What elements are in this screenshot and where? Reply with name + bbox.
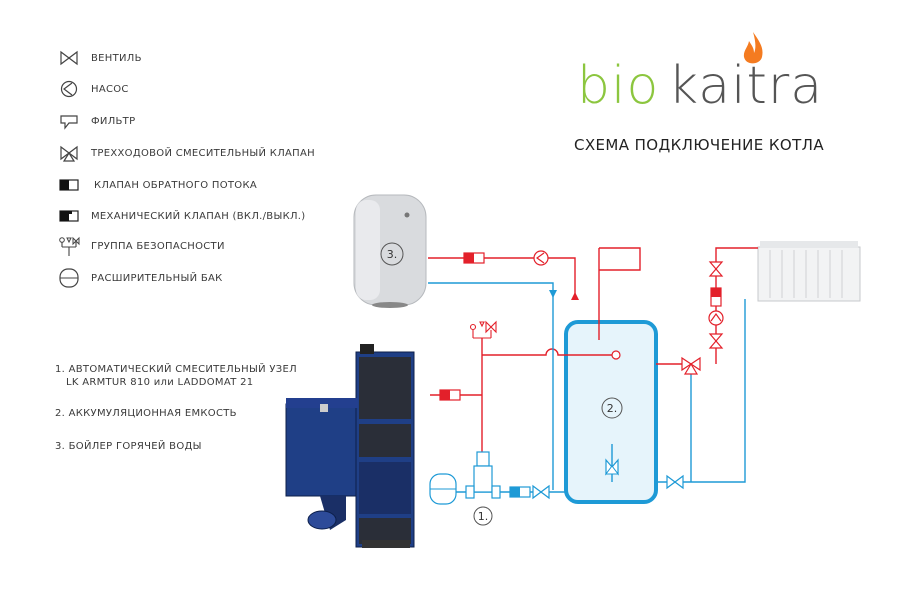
valve-radiator-top [708, 261, 724, 277]
note-1-line-1: 1. АВТОМАТИЧЕСКИЙ СМЕСИТЕЛЬНЫЙ УЗЕЛ [55, 364, 297, 375]
legend-filter: ФИЛЬТР [58, 111, 135, 131]
accumulation-tank: 2. [564, 320, 658, 504]
legend-label-valve: ВЕНТИЛЬ [91, 52, 142, 64]
legend-label-safety-group: ГРУППА БЕЗОПАСНОСТИ [91, 240, 225, 252]
solid-fuel-boiler [285, 344, 415, 548]
check-valve-icon [59, 179, 79, 191]
logo-bio: bio [577, 56, 660, 116]
pump-icon [60, 80, 78, 98]
note-3: 3. БОЙЛЕР ГОРЯЧЕЙ ВОДЫ [55, 441, 202, 452]
valve-blue-right [666, 474, 684, 490]
check-valve-top [463, 252, 485, 264]
legend-label-check-valve: КЛАПАН ОБРАТНОГО ПОТОКА [94, 179, 257, 191]
valve-blue-left [532, 484, 550, 500]
check-valve-blue [509, 486, 531, 498]
mixing-unit [465, 451, 501, 499]
expansion-tank [429, 473, 457, 505]
pump-radiator [708, 310, 724, 326]
mixing-unit-label-circle [473, 506, 493, 526]
note-1-line-2: LK ARMTUR 810 или LADDOMAT 21 [66, 377, 254, 388]
legend-label-pump: НАСОС [91, 83, 129, 95]
legend-mechanical-valve: МЕХАНИЧЕСКИЙ КЛАПАН (ВКЛ./ВЫКЛ.) [58, 206, 305, 226]
legend-label-three-way-valve: ТРЕХХОДОВОЙ СМЕСИТЕЛЬНЫЙ КЛАПАН [91, 147, 315, 159]
valve-radiator-bottom [708, 333, 724, 349]
check-valve-mid [439, 389, 461, 401]
label-1: 1. [478, 510, 489, 523]
legend-safety-group: ГРУППА БЕЗОПАСНОСТИ [58, 236, 224, 256]
label-3: 3. [387, 248, 398, 261]
hot-water-boiler: 3. [353, 194, 427, 308]
legend-valve: ВЕНТИЛЬ [58, 48, 141, 68]
flow-arrow-down [549, 290, 557, 298]
safety-group [469, 320, 497, 339]
legend-label-expansion-tank: РАСШИРИТЕЛЬНЫЙ БАК [91, 272, 223, 284]
label-2: 2. [607, 402, 618, 415]
legend-label-mechanical-valve: МЕХАНИЧЕСКИЙ КЛАПАН (ВКЛ./ВЫКЛ.) [91, 210, 306, 222]
safety-group-icon [59, 236, 80, 256]
valve-tank-lower [605, 465, 619, 475]
legend-three-way-valve: ТРЕХХОДОВОЙ СМЕСИТЕЛЬНЫЙ КЛАПАН [58, 143, 315, 163]
three-way-mixing-valve [681, 356, 701, 375]
legend-expansion-tank: РАСШИРИТЕЛЬНЫЙ БАК [58, 268, 222, 288]
logo-kaitra: kaitra [668, 56, 824, 116]
tank-sensor [611, 350, 621, 360]
valve-icon [60, 50, 78, 66]
legend-pump: НАСОС [58, 79, 128, 99]
page-subtitle: СХЕМА ПОДКЛЮЧЕНИЕ КОТЛА [574, 136, 824, 154]
radiator [757, 241, 861, 302]
filter-icon [60, 115, 78, 130]
flow-arrow-up [571, 292, 579, 300]
three-way-valve-icon [60, 145, 78, 162]
legend-check-valve: КЛАПАН ОБРАТНОГО ПОТОКА [58, 175, 257, 195]
note-2: 2. АККУМУЛЯЦИОННАЯ ЕМКОСТЬ [55, 408, 237, 419]
legend-label-filter: ФИЛЬТР [91, 115, 136, 127]
check-valve-radiator [710, 287, 722, 307]
flame-icon [743, 32, 763, 64]
mechanical-valve-icon [59, 210, 79, 222]
expansion-tank-icon [59, 268, 79, 288]
pump-top [533, 250, 549, 266]
